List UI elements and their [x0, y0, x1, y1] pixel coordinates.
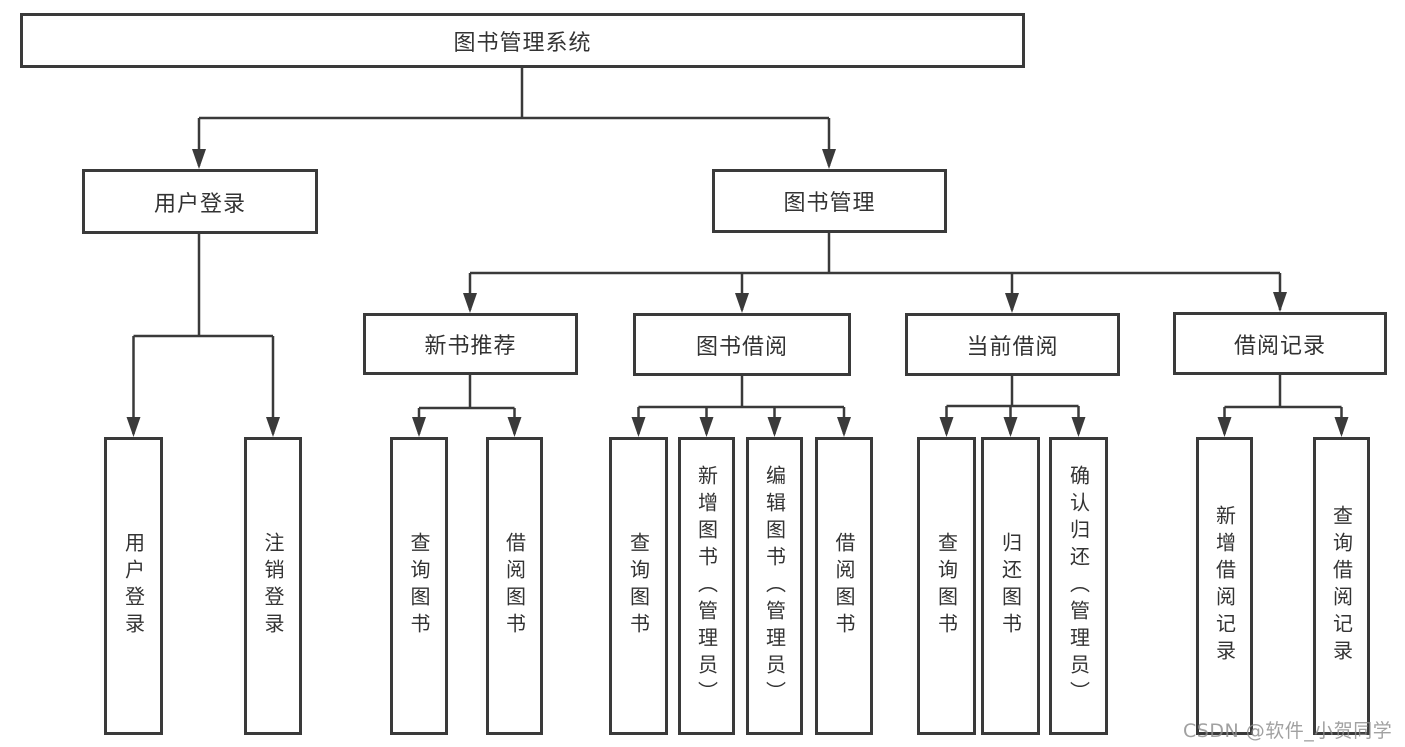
node-label: 编辑图书（管理员）: [762, 464, 787, 708]
node-book-management: 图书管理: [712, 169, 947, 233]
node-label: 当前借阅: [966, 334, 1059, 360]
node-label: 图书管理系统: [453, 30, 592, 56]
node-borrowing-records: 借阅记录: [1173, 312, 1387, 375]
node-label: 新书推荐: [424, 334, 517, 359]
node-label: 查询图书: [407, 532, 431, 640]
arrow-down-icon: [822, 149, 836, 169]
csdn-watermark: CSDN @软件_小贺同学: [1183, 720, 1393, 742]
arrow-down-icon: [1334, 417, 1349, 437]
leaf-query-books-borrowing: 查询图书: [609, 437, 668, 735]
arrow-down-icon: [939, 417, 954, 437]
node-label: 新增借阅记录: [1212, 505, 1237, 667]
arrowheads: [126, 149, 1349, 437]
node-label: 图书借阅: [695, 334, 788, 360]
node-new-book-recommendation: 新书推荐: [363, 313, 578, 375]
arrow-down-icon: [699, 417, 714, 437]
node-label: 注销登录: [261, 532, 285, 640]
node-current-borrowing: 当前借阅: [905, 313, 1120, 376]
arrow-down-icon: [126, 417, 141, 437]
leaf-borrow-books-borrowing: 借阅图书: [815, 437, 873, 735]
node-label: 归还图书: [998, 532, 1023, 640]
node-label: 查询图书: [626, 532, 651, 640]
leaf-user-login: 用户登录: [104, 437, 163, 735]
connector-book-mgmt-to-level3: [468, 233, 1282, 310]
leaf-confirm-return-admin: 确认归还（管理员）: [1049, 437, 1108, 735]
leaf-edit-books-admin: 编辑图书（管理员）: [746, 437, 803, 735]
arrow-down-icon: [412, 417, 426, 437]
leaf-query-books-recommend: 查询图书: [390, 437, 448, 735]
arrow-down-icon: [735, 293, 749, 313]
arrow-down-icon: [1071, 417, 1086, 437]
arrow-down-icon: [463, 293, 477, 313]
node-label: 查询借阅记录: [1329, 505, 1354, 667]
node-label: 用户登录: [153, 191, 246, 217]
node-label: 确认归还（管理员）: [1066, 464, 1091, 708]
node-label: 新增图书（管理员）: [694, 464, 719, 708]
node-label: 借阅图书: [502, 532, 527, 640]
arrow-down-icon: [631, 417, 646, 437]
connector-user-login-to-leaves: [132, 234, 275, 434]
leaf-query-books-current: 查询图书: [917, 437, 976, 735]
leaf-return-books: 归还图书: [981, 437, 1040, 735]
leaf-add-books-admin: 新增图书（管理员）: [678, 437, 735, 735]
leaf-logout: 注销登录: [244, 437, 302, 735]
connector-root-to-level2: [197, 68, 831, 166]
node-label: 查询图书: [934, 532, 959, 640]
connector-book-borrowing-to-leaves: [637, 376, 846, 434]
node-label: 借阅记录: [1233, 333, 1326, 359]
arrow-down-icon: [507, 417, 522, 437]
node-label: 用户登录: [121, 532, 146, 640]
leaf-add-borrow-record: 新增借阅记录: [1196, 437, 1253, 735]
connector-borrowing-records-to-leaves: [1223, 375, 1343, 434]
leaf-borrow-books-recommend: 借阅图书: [486, 437, 543, 735]
node-library-management-system: 图书管理系统: [20, 13, 1025, 68]
arrow-down-icon: [837, 417, 851, 437]
node-user-login: 用户登录: [82, 169, 318, 234]
arrow-down-icon: [1005, 293, 1019, 313]
node-label: 图书管理: [783, 191, 876, 216]
arrow-down-icon: [1003, 417, 1018, 437]
node-book-borrowing: 图书借阅: [633, 313, 851, 376]
arrow-down-icon: [767, 417, 782, 437]
node-label: 借阅图书: [832, 532, 856, 640]
leaf-query-borrow-record: 查询借阅记录: [1313, 437, 1370, 735]
arrow-down-icon: [266, 417, 280, 437]
arrow-down-icon: [1273, 292, 1287, 312]
arrow-down-icon: [192, 149, 206, 169]
connector-new-book-recommendation-to-leaves: [417, 375, 516, 434]
arrow-down-icon: [1217, 417, 1232, 437]
